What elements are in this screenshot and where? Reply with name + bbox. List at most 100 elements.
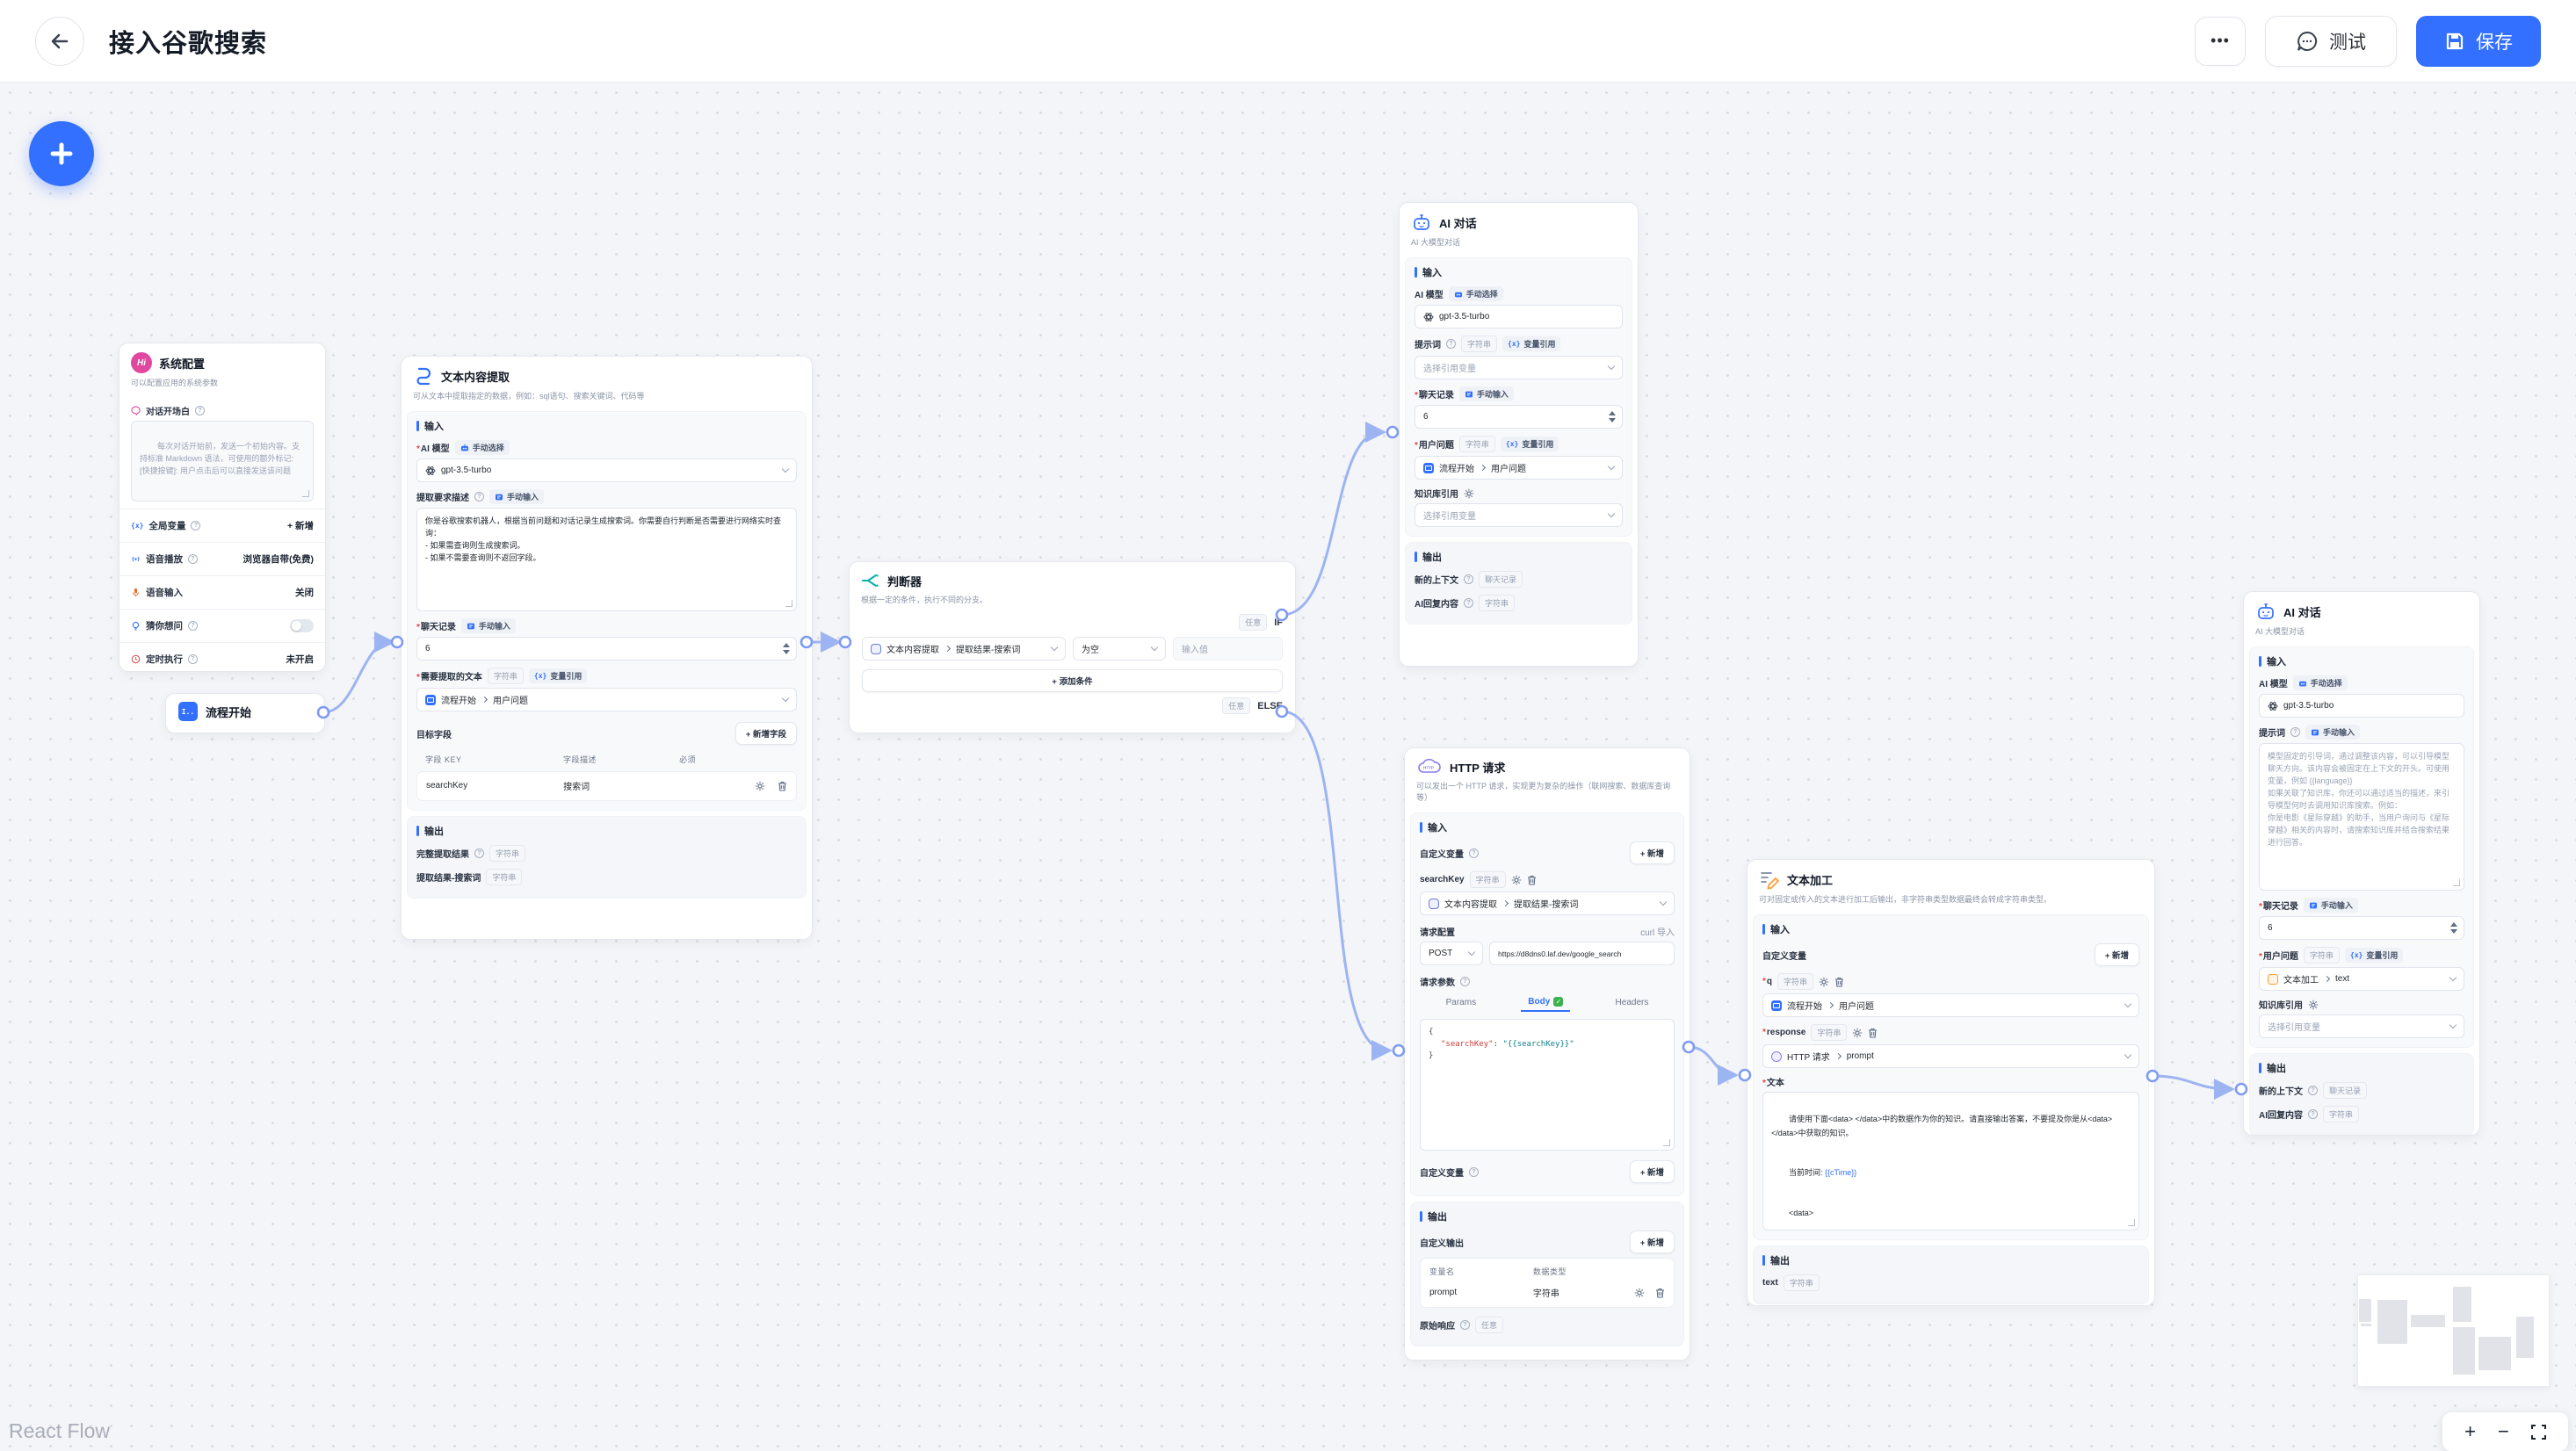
stepper-buttons[interactable] — [783, 638, 790, 660]
tab-body[interactable]: Body — [1521, 993, 1571, 1012]
chat-history-rounds-input[interactable]: 6 — [1415, 405, 1623, 429]
text-template-textarea[interactable]: 请使用下面<data> </data>中的数据作为你的知识。请直接输出答案，不要… — [1762, 1092, 2139, 1231]
guess-question-row[interactable]: 猜你想问 — [119, 609, 325, 642]
node-flow-start[interactable]: I.. 流程开始 — [165, 693, 325, 733]
stepper-buttons[interactable] — [1609, 406, 1616, 428]
node-title: 文本加工 — [1787, 873, 1834, 887]
zoom-out-button[interactable]: − — [2497, 1420, 2509, 1442]
node-content-extract[interactable]: 文本内容提取 可从文本中提取指定的数据，例如：sql语句、搜索关键词、代码等 输… — [401, 356, 813, 940]
minimap-node — [2478, 1337, 2511, 1370]
node-ai-chat-right[interactable]: AI 对话 AI 大模型对话 输入 AI 模型 手动选择 gpt-3.5-tur… — [2243, 591, 2480, 1136]
flow-canvas[interactable] — [0, 83, 2576, 1451]
add-condition-button[interactable]: + 添加条件 — [862, 669, 1283, 692]
condition-value-input[interactable]: 输入值 — [1173, 637, 1283, 661]
manual-input-badge: 手动输入 — [2305, 725, 2361, 740]
http-method-select[interactable]: POST — [1420, 942, 1483, 965]
trash-icon[interactable] — [1527, 875, 1537, 885]
add-node-button[interactable] — [29, 121, 94, 186]
tab-params[interactable]: Params — [1445, 998, 1477, 1007]
body-json-editor[interactable]: { "searchKey": "{{searchKey}}" } — [1420, 1019, 1675, 1151]
gear-icon[interactable] — [755, 781, 765, 791]
stepper-buttons[interactable] — [2450, 917, 2457, 939]
column-header: 必须 — [679, 755, 697, 764]
minimap-node — [2516, 1317, 2534, 1358]
guess-toggle[interactable] — [290, 619, 314, 632]
gear-icon[interactable] — [1464, 488, 1474, 499]
gear-icon[interactable] — [1852, 1028, 1863, 1038]
tts-value: 浏览器自带(免费) — [242, 554, 315, 565]
zoom-in-button[interactable]: + — [2464, 1420, 2476, 1442]
kb-var-select[interactable]: 选择引用变量 — [2259, 1014, 2464, 1038]
chat-history-rounds-input[interactable]: 6 — [416, 637, 797, 661]
node-ai-chat-top[interactable]: AI 对话 AI 大模型对话 输入 AI 模型 手动选择 gpt-3.5-tur… — [1399, 202, 1639, 667]
manual-select-badge: 手动选择 — [454, 440, 510, 455]
prompt-textarea[interactable]: 模型固定的引导词，通过调整该内容，可以引导模型聊天方向。该内容会被固定在上下文的… — [2259, 743, 2464, 891]
user-question-label: 用户问题 — [2259, 949, 2298, 962]
extract-source-select[interactable]: 流程开始用户问题 — [416, 688, 797, 711]
add-variable-button[interactable]: + 新增 — [286, 521, 314, 531]
svg-text:HTTP: HTTP — [1423, 766, 1434, 770]
condition-variable-select[interactable]: 文本内容提取提取结果-搜索词 — [862, 637, 1066, 661]
test-button[interactable]: 测试 — [2265, 15, 2397, 67]
check-icon — [1553, 997, 1564, 1007]
column-header: 字段描述 — [562, 755, 597, 764]
welcome-textarea[interactable]: 每次对话开始前，发送一个初始内容。支持标准 Markdown 语法，可使用的额外… — [131, 421, 314, 502]
http-url-input[interactable]: https://d8dns0.laf.dev/google_search — [1489, 942, 1675, 965]
fit-view-button[interactable] — [2530, 1424, 2546, 1440]
back-button[interactable] — [35, 16, 84, 66]
chat-history-rounds-input[interactable]: 6 — [2259, 916, 2464, 940]
gear-icon[interactable] — [1634, 1288, 1645, 1298]
gear-icon[interactable] — [1819, 977, 1829, 987]
openai-icon — [2268, 701, 2278, 711]
global-variable-row[interactable]: {x} 全局变量 + 新增 — [119, 509, 325, 542]
chevron-right-icon — [1834, 1052, 1842, 1060]
node-system-config[interactable]: Hi 系统配置 可以配置应用的系统参数 对话开场白 每次对话开始前，发送一个初始… — [119, 343, 326, 672]
q-var-select[interactable]: 流程开始用户问题 — [1762, 993, 2139, 1017]
condition-operator-select[interactable]: 为空 — [1073, 637, 1166, 661]
reactflow-attribution[interactable]: React Flow — [9, 1419, 111, 1442]
schedule-row[interactable]: 定时执行 未开启 — [119, 642, 325, 671]
stt-row[interactable]: 语音输入 关闭 — [119, 575, 325, 609]
trash-icon[interactable] — [1868, 1028, 1878, 1038]
tts-row[interactable]: 语音播放 浏览器自带(免费) — [119, 542, 325, 575]
field-row[interactable]: searchKey 搜索词 — [417, 772, 796, 800]
chevron-down-icon — [781, 465, 790, 473]
model-select[interactable]: gpt-3.5-turbo — [1415, 305, 1623, 328]
section-bar — [416, 421, 419, 431]
user-question-select[interactable]: 流程开始用户问题 — [1415, 456, 1623, 480]
save-button[interactable]: 保存 — [2416, 15, 2541, 67]
add-variable-button[interactable]: + 新增 — [1629, 841, 1675, 864]
more-button[interactable]: ••• — [2195, 16, 2246, 66]
add-output-button[interactable]: + 新增 — [1629, 1231, 1675, 1253]
ai-chat-icon — [2258, 603, 2274, 619]
prompt-var-select[interactable]: 选择引用变量 — [1415, 356, 1623, 379]
trash-icon[interactable] — [778, 781, 787, 791]
tab-headers[interactable]: Headers — [1615, 998, 1649, 1007]
gear-icon[interactable] — [2308, 1000, 2319, 1010]
clock-icon — [131, 654, 141, 664]
node-http-request[interactable]: HTTP HTTP 请求 可以发出一个 HTTP 请求，实现更为复杂的操作（联网… — [1404, 747, 1690, 1361]
minimap-node — [2361, 1324, 2371, 1326]
model-select[interactable]: gpt-3.5-turbo — [416, 458, 797, 482]
manual-input-badge: 手动输入 — [1458, 386, 1514, 401]
http-var-select[interactable]: 文本内容提取提取结果-搜索词 — [1420, 892, 1675, 915]
add-variable-button[interactable]: + 新增 — [1629, 1160, 1675, 1183]
minimap[interactable] — [2357, 1274, 2550, 1387]
input-section-title: 输入 — [2267, 657, 2286, 668]
trash-icon[interactable] — [1834, 977, 1844, 987]
curl-import-button[interactable]: curl 导入 — [1640, 928, 1675, 938]
node-text-process[interactable]: 文本加工 可对固定或传入的文本进行加工后输出，非字符串类型数据最终会转成字符串类… — [1747, 859, 2155, 1306]
trash-icon[interactable] — [1655, 1288, 1665, 1298]
add-field-button[interactable]: + 新增字段 — [734, 722, 797, 745]
extract-desc-textarea[interactable]: 你是谷歌搜索机器人，根据当前问题和对话记录生成搜索词。你需要自行判断是否需要进行… — [416, 508, 797, 611]
model-select[interactable]: gpt-3.5-turbo — [2259, 694, 2464, 718]
kb-var-select[interactable]: 选择引用变量 — [1415, 503, 1623, 527]
section-bar — [1420, 1211, 1422, 1222]
gear-icon[interactable] — [1511, 875, 1522, 885]
chevron-right-icon — [2323, 975, 2331, 983]
output-row[interactable]: prompt 字符串 — [1421, 1279, 1674, 1307]
add-variable-button[interactable]: + 新增 — [2094, 943, 2139, 966]
